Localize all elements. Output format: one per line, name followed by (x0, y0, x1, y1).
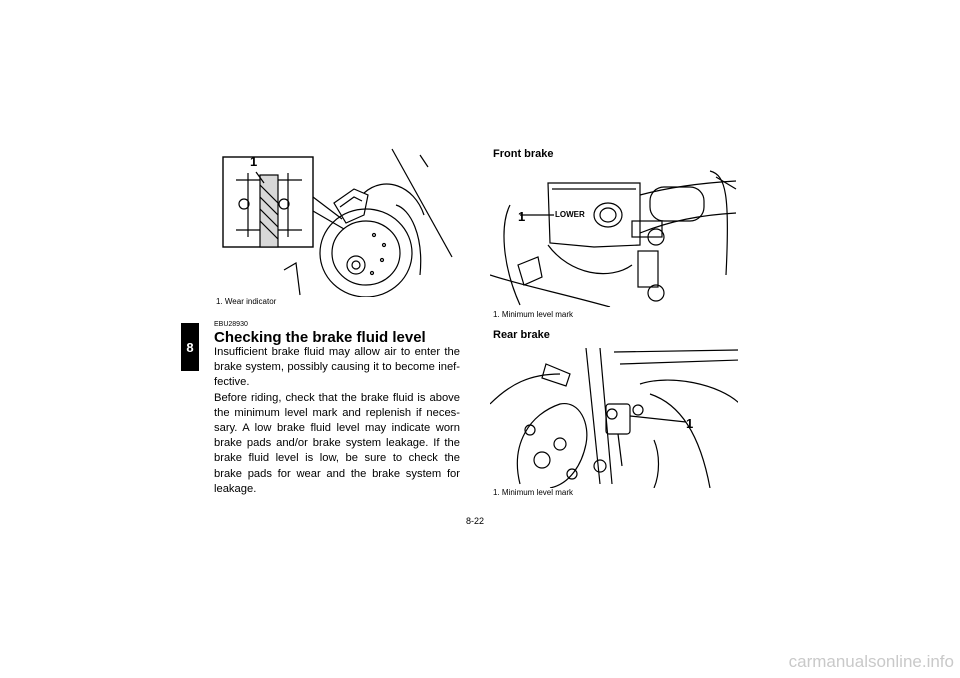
paragraph-2: Before riding, check that the brake flui… (214, 391, 460, 495)
rear-brake-callout: 1 (686, 416, 694, 431)
front-brake-lower-label: LOWER (554, 210, 586, 219)
rear-brake-title: Rear brake (493, 329, 550, 341)
wear-indicator-caption: 1. Wear indicator (216, 297, 277, 306)
page-number: 8-22 (466, 516, 485, 526)
watermark: carmanualsonline.info (788, 652, 954, 671)
front-brake-illustration (490, 170, 737, 307)
front-brake-figure: LOWER 1 (490, 165, 738, 307)
front-brake-callout: 1 (518, 209, 526, 224)
wear-indicator-callout: 1 (250, 154, 258, 169)
section-code: EBU28930 (214, 321, 248, 328)
rear-brake-illustration (490, 347, 738, 488)
wear-indicator-illustration (222, 148, 453, 297)
rear-brake-figure: 1 (490, 344, 738, 488)
rear-brake-caption: 1. Minimum level mark (493, 488, 574, 497)
section-heading: Checking the brake fluid level (214, 329, 426, 346)
chapter-tab: 8 (181, 323, 199, 371)
wear-indicator-figure: 1 (214, 145, 462, 297)
section-body: Insufficient brake fluid may allow air t… (214, 345, 460, 497)
front-brake-caption: 1. Minimum level mark (493, 310, 574, 319)
paragraph-1: Insufficient brake fluid may allow air t… (214, 346, 460, 389)
front-brake-title: Front brake (493, 148, 554, 160)
